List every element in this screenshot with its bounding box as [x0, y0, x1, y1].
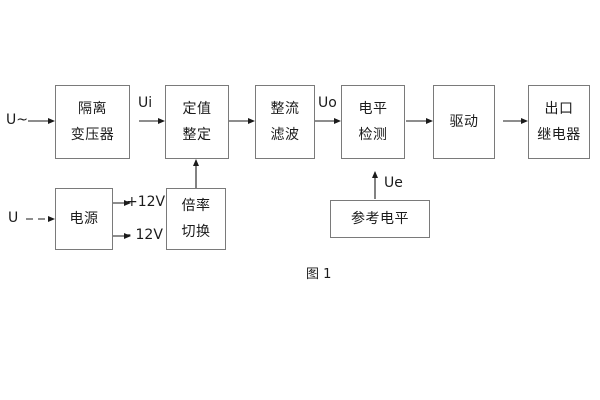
- block-line: 切换: [181, 223, 211, 240]
- label-ue: Ue: [384, 175, 403, 191]
- block-line: 整定: [182, 126, 212, 143]
- block-level-detection: 电平 检测: [341, 85, 405, 159]
- block-line: 继电器: [537, 126, 581, 143]
- block-rectify-filter: 整流 滤波: [255, 85, 315, 159]
- block-power-supply: 电源: [55, 188, 113, 250]
- label-rail-negative: - 12V: [126, 227, 163, 243]
- block-line: 出口: [544, 100, 574, 117]
- block-multiplier-switch: 倍率 切换: [166, 188, 226, 250]
- label-input-ac: U~: [6, 112, 28, 128]
- block-line: 倍率: [181, 197, 211, 214]
- label-rail-positive: +12V: [126, 194, 166, 210]
- block-drive: 驱动: [433, 85, 495, 159]
- block-line: 隔离: [78, 100, 107, 117]
- label-input-dc: U: [8, 210, 19, 226]
- block-isolation-transformer: 隔离 变压器: [55, 85, 130, 159]
- block-output-relay: 出口 继电器: [528, 85, 590, 159]
- block-line: 变压器: [70, 126, 115, 143]
- block-line: 参考电平: [351, 210, 409, 227]
- block-line: 检测: [358, 126, 388, 143]
- figure-caption: 图 1: [306, 267, 332, 282]
- block-line: 电源: [69, 210, 99, 227]
- block-line: 整流: [270, 100, 300, 117]
- block-reference-level: 参考电平: [330, 200, 430, 238]
- block-setpoint-setting: 定值 整定: [165, 85, 229, 159]
- block-line: 定值: [182, 100, 212, 117]
- block-line: 滤波: [270, 126, 300, 143]
- block-line: 驱动: [449, 113, 479, 130]
- label-ui: Ui: [138, 95, 153, 111]
- block-line: 电平: [358, 100, 388, 117]
- label-uo: Uo: [318, 95, 337, 111]
